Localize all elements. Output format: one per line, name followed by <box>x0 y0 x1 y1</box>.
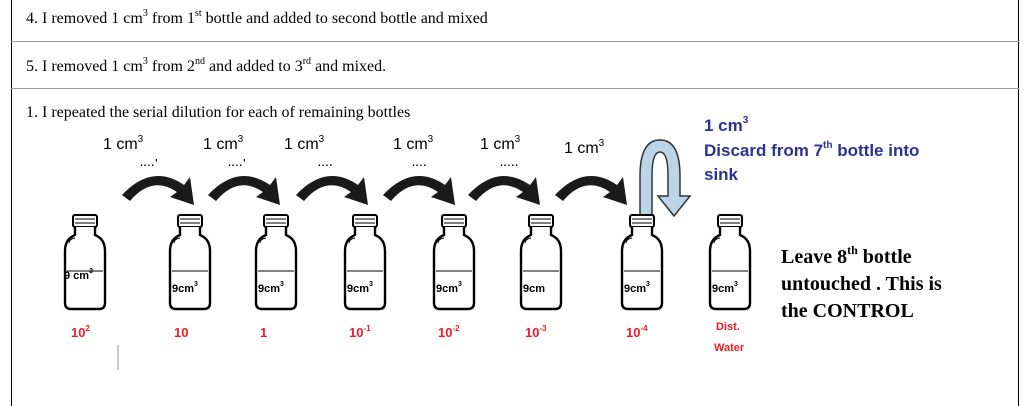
pipette-dots: ....' <box>140 158 159 169</box>
discard-sink: sink <box>704 165 739 184</box>
dilution-factor: 1 <box>260 325 268 340</box>
discard-arrow-icon <box>639 139 692 223</box>
transfer-arrow-icon <box>122 176 194 205</box>
step-5-text: 5. I removed 1 cm3 from 2nd and added to… <box>26 55 387 75</box>
transfer-arrow-icon <box>468 176 540 205</box>
bottle-icon <box>519 214 563 311</box>
bottle-volume-label: 9cm3 <box>624 281 650 295</box>
step-4-text: 4. I removed 1 cm3 from 1st bottle and a… <box>26 7 488 27</box>
bottle-icon <box>168 214 212 311</box>
transfer-arrow-icon <box>208 176 280 205</box>
dilution-factor: 10-1 <box>349 323 371 340</box>
discard-volume: 1 cm3 <box>704 115 749 135</box>
dilution-factor: 10-4 <box>626 323 648 340</box>
pipette-dots: ..... <box>500 158 519 169</box>
transfer-arrow-icon <box>296 176 368 205</box>
bottle-volume-label: 9cm3 <box>258 281 284 295</box>
control-note: Leave 8th bottle untouched . This is the… <box>781 243 942 322</box>
bottle-icon <box>254 214 298 311</box>
bottle-icon <box>343 214 387 311</box>
bottle-icon <box>708 214 752 311</box>
pipette-dots: ....' <box>228 158 247 169</box>
step-1-text: 1. I repeated the serial dilution for ea… <box>26 104 411 121</box>
dilution-factor: 10-2 <box>438 323 460 340</box>
bottle-icon <box>432 214 476 311</box>
dilution-factor: 102 <box>71 323 90 340</box>
bottle-volume-label: 9cm3 <box>436 281 462 295</box>
transfer-label: 1 cm3 <box>284 133 325 153</box>
bottle-volume-label: 9cm3 <box>172 281 198 295</box>
bottle-volume-label: 9cm3 <box>712 281 738 295</box>
bottle-icon <box>620 214 664 311</box>
transfer-label: 1 cm3 <box>480 133 521 153</box>
transfer-arrow-icon <box>555 176 627 205</box>
bottle-icon <box>63 214 107 311</box>
pipette-dots: .... <box>318 158 334 169</box>
bottle-volume-label: 9 cm3 <box>64 268 93 282</box>
transfer-label: 1 cm3 <box>393 133 434 153</box>
dilution-factor: 10 <box>174 325 189 340</box>
transfer-arrow-icon <box>383 176 455 205</box>
divider <box>11 88 1019 89</box>
bottle-volume-label: 9cm <box>523 283 546 295</box>
transfer-label: 1 cm3 <box>103 133 144 153</box>
bottle-volume-label: 9cm3 <box>347 281 373 295</box>
transfer-label: 1 cm3 <box>203 133 244 153</box>
dist-water-label: Dist. <box>716 321 740 333</box>
divider <box>11 41 1019 42</box>
pipette-dots: .... <box>412 158 428 169</box>
dist-water-label: Water <box>714 342 745 354</box>
transfer-label: 1 cm3 <box>564 137 605 157</box>
discard-instruction: Discard from 7th bottle into <box>704 140 920 160</box>
dilution-factor: 10-3 <box>525 323 547 340</box>
document-frame <box>11 0 1019 406</box>
